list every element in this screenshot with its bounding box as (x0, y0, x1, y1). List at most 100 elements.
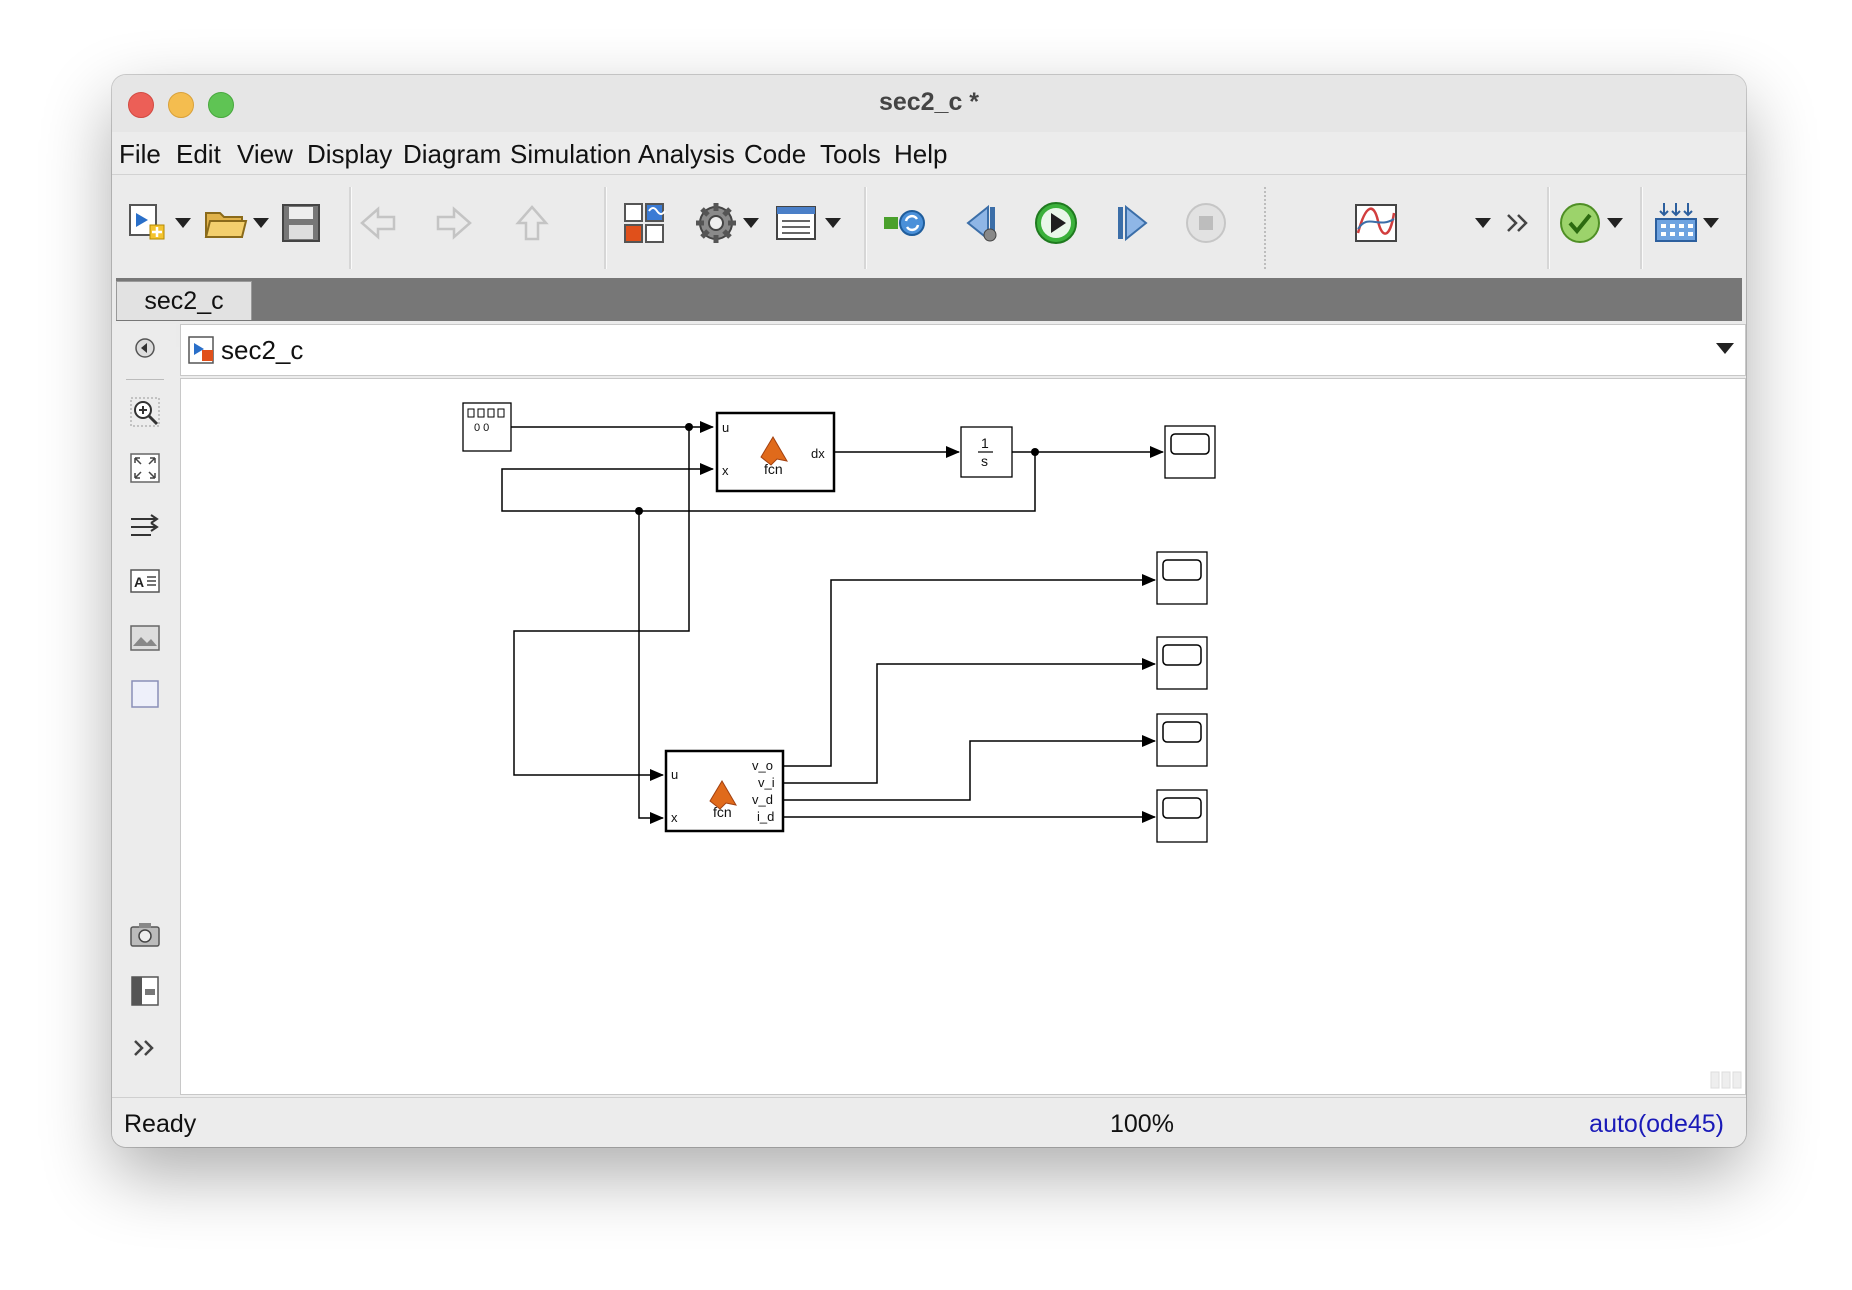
chevron-down-icon (252, 217, 270, 229)
integrator-block[interactable]: 1 s (960, 426, 1013, 478)
fcn-name: fcn (713, 804, 732, 820)
port-label-u: u (722, 420, 729, 435)
signal-line[interactable] (783, 574, 1156, 767)
matlab-function-block-bottom[interactable]: u x v_o v_i v_d i_d fcn (664, 749, 785, 833)
fit-view-icon (129, 452, 161, 484)
menu-help[interactable]: Help (894, 139, 948, 169)
address-dropdown[interactable] (1715, 342, 1735, 356)
area-button[interactable] (129, 678, 161, 710)
route-lines-button[interactable] (129, 509, 161, 541)
fit-to-view-button[interactable] (129, 452, 161, 484)
toolbar-separator (1264, 187, 1266, 269)
minimize-window-button[interactable] (168, 92, 194, 118)
toolbar-row (112, 175, 1746, 273)
source-display: 0 0 (474, 422, 489, 434)
menu-tools[interactable]: Tools (820, 139, 881, 169)
tab-bar: sec2_c (116, 278, 1742, 321)
menu-simulation[interactable]: Simulation (510, 139, 632, 169)
toolbar (112, 174, 1746, 347)
diagram-svg: 0 0 u x dx fcn 1 s (462, 402, 1742, 1089)
up-button[interactable] (508, 199, 556, 247)
tab-sec2-c[interactable]: sec2_c (116, 281, 252, 320)
simulation-data-inspector-button[interactable] (1352, 199, 1400, 247)
image-button[interactable] (129, 622, 161, 654)
close-window-button[interactable] (128, 92, 154, 118)
new-model-button[interactable] (124, 199, 172, 247)
diagram-canvas[interactable]: 0 0 u x dx fcn 1 s (180, 378, 1746, 1095)
data-inspector-dropdown[interactable] (1474, 217, 1492, 229)
menu-view[interactable]: View (237, 139, 293, 169)
back-arrow-icon (354, 199, 402, 247)
signal-line[interactable] (783, 735, 1156, 801)
build-dropdown[interactable] (1702, 217, 1720, 229)
solver-link[interactable]: auto(ode45) (1589, 1110, 1724, 1138)
scope-block[interactable] (1164, 425, 1216, 479)
address-model-name: sec2_c (221, 335, 304, 365)
port-label-u: u (671, 767, 678, 782)
matlab-function-block-top[interactable]: u x dx fcn (715, 411, 836, 493)
port-label-v-i: v_i (758, 775, 775, 790)
model-explorer-icon (772, 199, 820, 247)
library-browser-icon (620, 199, 668, 247)
menu-code[interactable]: Code (744, 139, 807, 169)
zoom-button[interactable] (129, 396, 161, 428)
model-advisor-dropdown[interactable] (1606, 217, 1624, 229)
scope-block[interactable] (1156, 789, 1208, 843)
signal-line[interactable] (638, 511, 664, 824)
camera-icon (129, 918, 161, 950)
screenshot-button[interactable] (129, 918, 161, 950)
property-inspector-button[interactable] (129, 975, 161, 1007)
menu-bar: File Edit View Display Diagram Simulatio… (112, 132, 1746, 174)
run-button[interactable] (1032, 199, 1080, 247)
expand-palette-button[interactable] (129, 1032, 161, 1064)
build-button[interactable] (1652, 199, 1700, 247)
model-address-bar[interactable]: sec2_c (180, 324, 1746, 376)
chevron-down-icon (1606, 217, 1624, 229)
port-label-v-d: v_d (752, 792, 773, 807)
double-chevron-right-icon (129, 1032, 161, 1064)
update-diagram-button[interactable] (882, 199, 930, 247)
step-back-icon (958, 199, 1006, 247)
signal-line[interactable] (783, 658, 1156, 784)
forward-button[interactable] (430, 199, 478, 247)
menu-diagram[interactable]: Diagram (403, 139, 502, 169)
menu-edit[interactable]: Edit (176, 139, 221, 169)
open-folder-icon (202, 199, 250, 247)
annotation-button[interactable]: A (129, 565, 161, 597)
menu-analysis[interactable]: Analysis (638, 139, 735, 169)
simulink-model-icon (187, 335, 217, 365)
model-settings-button[interactable] (692, 199, 740, 247)
new-model-icon (124, 199, 172, 247)
hide-explorer-button[interactable] (129, 332, 161, 364)
menu-file[interactable]: File (119, 139, 161, 169)
run-icon (1032, 199, 1080, 247)
save-button[interactable] (277, 199, 325, 247)
back-button[interactable] (354, 199, 402, 247)
area-rectangle-icon (129, 678, 161, 710)
source-block[interactable]: 0 0 (462, 402, 512, 452)
branch-point (635, 507, 643, 515)
scope-block[interactable] (1156, 551, 1208, 605)
more-tools-button[interactable] (1502, 207, 1534, 239)
model-explorer-button[interactable] (772, 199, 820, 247)
library-browser-button[interactable] (620, 199, 668, 247)
model-settings-dropdown[interactable] (742, 217, 760, 229)
scope-block[interactable] (1156, 636, 1208, 690)
step-back-button[interactable] (958, 199, 1006, 247)
open-button[interactable] (202, 199, 250, 247)
step-forward-button[interactable] (1108, 199, 1156, 247)
integrator-denominator: s (981, 453, 988, 469)
model-explorer-dropdown[interactable] (824, 217, 842, 229)
menu-display[interactable]: Display (307, 139, 393, 169)
toolbar-separator (864, 187, 867, 269)
stop-button[interactable] (1182, 199, 1230, 247)
open-dropdown[interactable] (252, 217, 270, 229)
scope-block[interactable] (1156, 713, 1208, 767)
signal-line[interactable] (513, 427, 690, 781)
maximize-window-button[interactable] (208, 92, 234, 118)
model-advisor-button[interactable] (1556, 199, 1604, 247)
new-model-dropdown[interactable] (174, 217, 192, 229)
port-label-v-o: v_o (752, 758, 773, 773)
resize-grip[interactable] (1710, 1071, 1742, 1089)
signal-line[interactable] (501, 452, 1036, 512)
